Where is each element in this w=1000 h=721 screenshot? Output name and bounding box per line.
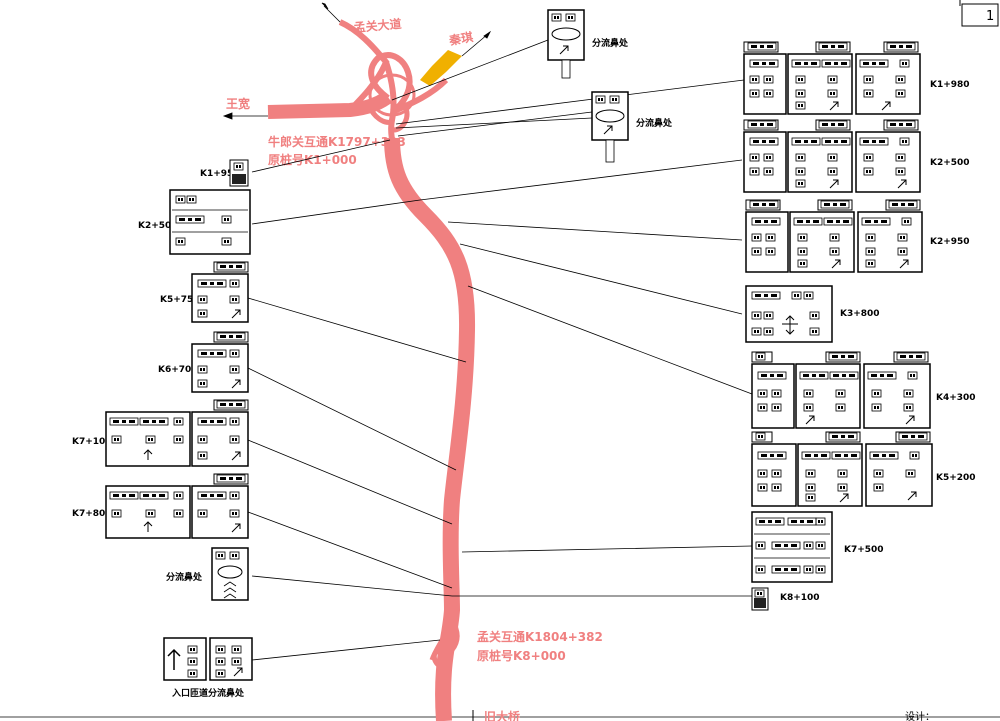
road-labels: 孟关大道 秦琪 王宽 牛郎关互通K1797+393 原桩号K1+000 孟关互通… — [226, 16, 603, 721]
label-mengguan-1: 孟关互通K1804+382 — [477, 629, 603, 644]
label-bottom-partial: 旧大桥 — [484, 709, 521, 721]
leader-lines — [247, 39, 753, 661]
sign-k3-800 — [745, 285, 833, 343]
sheet-number: 1 — [986, 9, 994, 24]
mainline-road — [384, 137, 476, 721]
sign-k8-100 — [751, 587, 769, 611]
sign-ramp-diverge — [163, 637, 253, 681]
station-k5-200: K5+200 — [936, 473, 976, 483]
station-k8-100: K8+100 — [780, 593, 820, 603]
label-niulangguan-2: 原桩号K1+000 — [268, 152, 357, 167]
diverge-label-left: 分流鼻处 — [166, 571, 203, 583]
sign-k2-500-right — [743, 119, 921, 193]
station-k1-950: K1+950 — [200, 169, 240, 179]
station-k7-800: K7+800 — [72, 509, 112, 519]
station-k2-950: K2+950 — [930, 237, 970, 247]
sign-k1-980 — [743, 41, 921, 115]
diverge-label-mid: 分流鼻处 — [636, 117, 673, 129]
sign-k2-950 — [745, 199, 923, 273]
sign-diverge-mid — [591, 91, 629, 163]
station-k1-980: K1+980 — [930, 80, 970, 90]
label-niulangguan-1: 牛郎关互通K1797+393 — [268, 134, 406, 149]
road-direction-arrows — [222, 2, 492, 120]
sign-k6-700 — [191, 331, 249, 393]
station-labels: K1+950 K2+500 K5+750 K6+700 K7+100 K7+80… — [72, 37, 976, 699]
station-k2-500-left: K2+500 — [138, 221, 178, 231]
sign-k5-200 — [751, 431, 933, 507]
station-k3-800: K3+800 — [840, 309, 880, 319]
expressway-corridor — [222, 2, 492, 721]
sign-k2-500-left — [169, 189, 251, 255]
diverge-label-ramp: 入口匝道分流鼻处 — [171, 687, 245, 699]
sign-k7-800 — [105, 473, 249, 539]
station-k2-500-right: K2+500 — [930, 158, 970, 168]
designer-label: 设计： — [905, 710, 935, 721]
label-menguan-avenue: 孟关大道 — [353, 16, 402, 35]
diverge-label-top: 分流鼻处 — [592, 37, 629, 49]
sign-k4-300 — [751, 351, 931, 429]
station-k7-500: K7+500 — [844, 545, 884, 555]
station-k7-100: K7+100 — [72, 437, 112, 447]
label-wangkuan: 王宽 — [226, 96, 250, 111]
mengguan-interchange — [429, 618, 460, 669]
label-qinqi: 秦琪 — [447, 29, 474, 48]
station-k4-300: K4+300 — [936, 393, 976, 403]
sign-diverge-top — [547, 9, 585, 79]
niulangguan-interchange — [338, 19, 449, 141]
station-k5-750: K5+750 — [160, 295, 200, 305]
qinqi-highlight — [420, 50, 462, 86]
sign-k5-750 — [191, 261, 249, 323]
label-mengguan-2: 原桩号K8+000 — [477, 648, 566, 663]
sign-k1-950 — [229, 159, 249, 187]
sign-diverge-left — [211, 547, 249, 601]
sign-k7-100 — [105, 399, 249, 467]
station-k6-700: K6+700 — [158, 365, 198, 375]
sign-k7-500 — [751, 511, 833, 583]
